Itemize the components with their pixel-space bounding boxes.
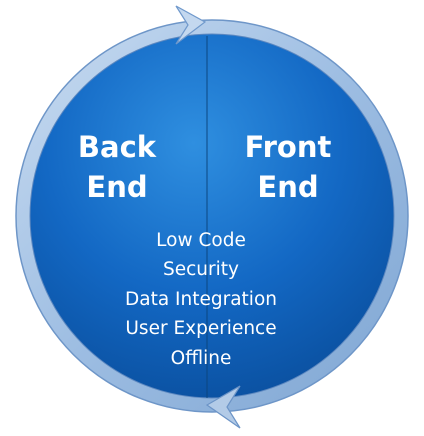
- inner-disc: [29, 33, 395, 399]
- topic-low-code: Low Code: [156, 230, 246, 251]
- top-arrow-icon: [175, 5, 207, 45]
- topic-offline: Offline: [171, 348, 232, 369]
- back-end-label-line2: End: [86, 170, 147, 204]
- bottom-arrow-icon: [205, 385, 241, 429]
- back-end-label: Back: [78, 130, 157, 164]
- front-end-label-line2: End: [257, 170, 318, 204]
- topic-user-experience: User Experience: [125, 318, 276, 339]
- front-end-label: Front: [245, 130, 332, 164]
- topic-data-integration: Data Integration: [125, 289, 277, 310]
- topic-security: Security: [163, 259, 239, 280]
